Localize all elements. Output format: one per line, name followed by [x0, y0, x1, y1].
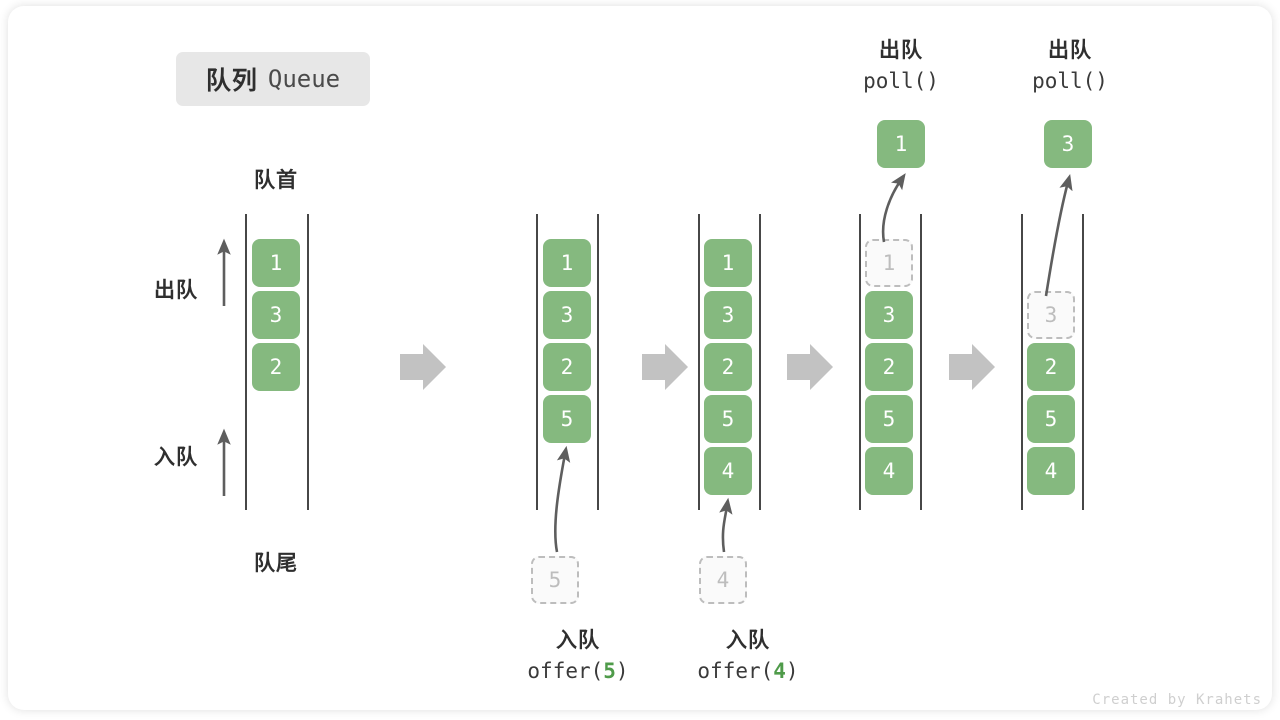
popped-cell: 3 [1044, 120, 1092, 168]
rail-left-col1 [245, 214, 247, 510]
op-caption-offer-4: 入队 offer(4) [648, 626, 848, 687]
op-caption-cn: 出队 [1048, 39, 1092, 62]
op-caption-code: poll() [1032, 69, 1108, 94]
queue-cell: 2 [543, 343, 591, 391]
rail-left-col4 [859, 214, 861, 510]
op-caption-cn: 出队 [879, 39, 923, 62]
op-fn-open: offer( [697, 659, 774, 684]
enqueue-arrow-4 [719, 497, 733, 553]
op-fn-arg: 5 [603, 659, 616, 684]
diagram-title-chip: 队列 Queue [176, 52, 370, 106]
op-fn-close: ) [615, 659, 629, 684]
diagram-card: 队列 Queue 队首 队尾 出队 入队 1 3 2 1 3 2 5 5 [8, 6, 1272, 710]
rail-left-col2 [536, 214, 538, 510]
diagram-title-cn: 队列 [205, 67, 258, 95]
op-caption-code: poll() [863, 69, 939, 94]
incoming-ghost-cell: 4 [699, 556, 747, 604]
queue-cell: 2 [704, 343, 752, 391]
dequeue-arrow-3 [1044, 173, 1073, 297]
queue-cell: 4 [865, 447, 913, 495]
queue-cell: 1 [543, 239, 591, 287]
diagram-stage: 队列 Queue 队首 队尾 出队 入队 1 3 2 1 3 2 5 5 [8, 6, 1272, 710]
queue-cell: 2 [1027, 343, 1075, 391]
queue-cell: 3 [252, 291, 300, 339]
op-caption-cn: 入队 [556, 629, 600, 652]
rail-right-col1 [307, 214, 309, 510]
op-caption-code: offer(4) [648, 656, 848, 686]
op-caption-poll-1: 出队 poll() [811, 36, 991, 97]
rail-right-col4 [920, 214, 922, 510]
queue-cell: 5 [865, 395, 913, 443]
step-arrow-1 [400, 344, 446, 390]
enqueue-arrow-5 [554, 445, 571, 553]
queue-cell: 1 [704, 239, 752, 287]
popped-cell: 1 [877, 120, 925, 168]
op-caption-cn: 入队 [726, 629, 770, 652]
op-caption-offer-5: 入队 offer(5) [478, 626, 678, 687]
diagram-title-en: Queue [267, 65, 341, 93]
queue-cell: 3 [704, 291, 752, 339]
step-arrow-2 [642, 344, 688, 390]
queue-cell: 3 [865, 291, 913, 339]
op-caption-code: offer(5) [478, 656, 678, 686]
queue-cell: 4 [704, 447, 752, 495]
incoming-ghost-cell: 5 [531, 556, 579, 604]
op-fn-open: offer( [527, 659, 604, 684]
rail-right-col5 [1082, 214, 1084, 510]
queue-cell: 5 [704, 395, 752, 443]
op-fn-close: ) [785, 659, 799, 684]
op-fn-arg: 4 [773, 659, 786, 684]
queue-cell: 2 [252, 343, 300, 391]
queue-tail-label: 队尾 [254, 552, 298, 575]
step-arrow-4 [949, 344, 995, 390]
rail-right-col2 [597, 214, 599, 510]
dequeue-arrow-1 [881, 173, 906, 243]
queue-cell: 5 [1027, 395, 1075, 443]
op-caption-poll-2: 出队 poll() [980, 36, 1160, 97]
rail-left-col3 [698, 214, 700, 510]
enqueue-side-label: 入队 [154, 446, 198, 469]
queue-cell: 1 [252, 239, 300, 287]
queue-head-label: 队首 [254, 169, 298, 192]
step-arrow-3 [787, 344, 833, 390]
rail-left-col5 [1021, 214, 1023, 510]
dequeue-side-label: 出队 [154, 279, 198, 302]
queue-cell: 2 [865, 343, 913, 391]
outgoing-ghost-cell: 3 [1027, 291, 1075, 339]
rail-right-col3 [759, 214, 761, 510]
queue-cell: 4 [1027, 447, 1075, 495]
queue-cell: 3 [543, 291, 591, 339]
queue-cell: 5 [543, 395, 591, 443]
outgoing-ghost-cell: 1 [865, 239, 913, 287]
watermark: Created by Krahets [1092, 692, 1262, 708]
